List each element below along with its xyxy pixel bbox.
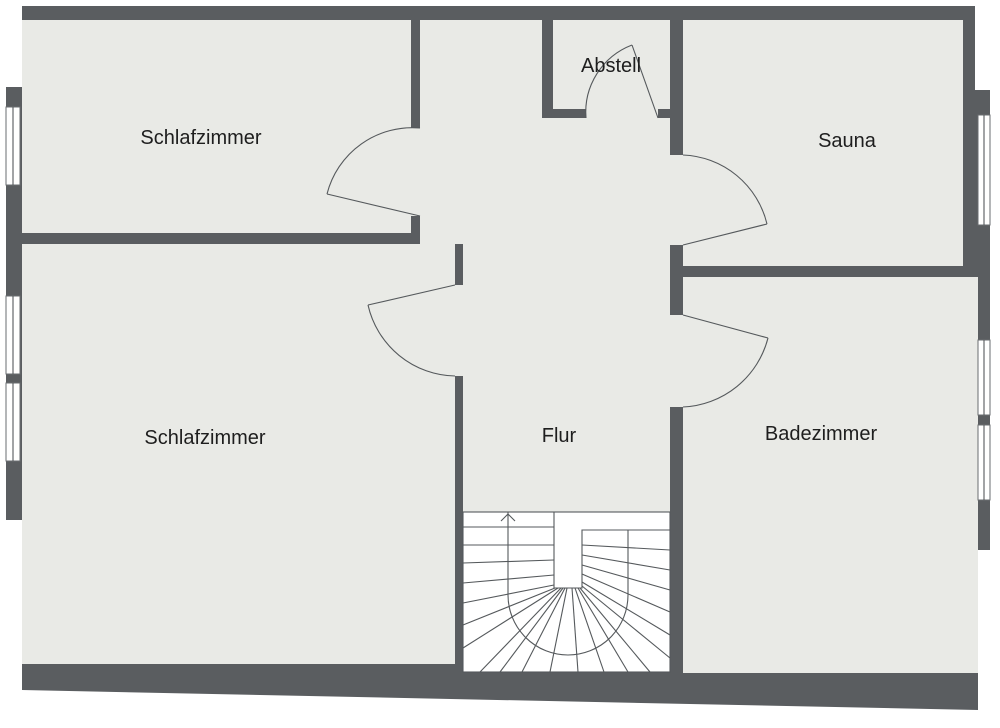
room-label-schlafzimmer-bottom: Schlafzimmer: [144, 427, 265, 449]
floor-flur: [420, 20, 670, 512]
room-label-abstell: Abstell: [581, 55, 641, 77]
staircase: [462, 511, 671, 673]
room-label-flur: Flur: [542, 425, 577, 447]
floor-schlafzimmer-bottom: [22, 244, 455, 664]
room-label-schlafzimmer-top: Schlafzimmer: [140, 127, 261, 149]
room-label-sauna: Sauna: [818, 130, 877, 152]
door-schlafzimmer-top: [326, 127, 421, 217]
door-schlafzimmer-bottom: [367, 284, 456, 377]
floor-badezimmer: [683, 277, 978, 673]
floor-sauna: [683, 20, 963, 266]
room-label-badezimmer: Badezimmer: [765, 423, 878, 445]
door-sauna: [682, 154, 768, 246]
floor-abstell: [553, 20, 670, 109]
door-abstell: [585, 44, 659, 119]
door-badezimmer: [682, 314, 769, 408]
floor-schlafzimmer-top: [22, 20, 411, 233]
